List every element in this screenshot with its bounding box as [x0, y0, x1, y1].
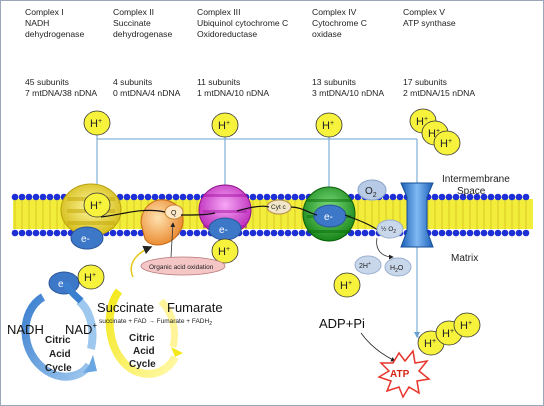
- complex-2-enzyme-line2: dehydrogenase: [113, 29, 172, 39]
- intermembrane-label-line1: Intermembrane: [442, 174, 510, 185]
- half-o2-label: ½ O2: [381, 225, 396, 235]
- proton-group: H+H+H+H+H+H+H+H+H+H+H+H+H+: [77, 108, 481, 356]
- proton-label: H+: [340, 280, 352, 292]
- intermembrane-label-line2: Space: [457, 186, 486, 197]
- citric-left-2: Acid: [49, 349, 71, 360]
- citric-right-2: Acid: [133, 346, 155, 357]
- proton-1: H+: [83, 110, 111, 136]
- complex-3-header: Complex III Ubiquinol cytochrome C Oxido…: [197, 7, 288, 98]
- nad-label: NAD+: [65, 321, 97, 337]
- proton-7: H+: [83, 192, 111, 218]
- complex-5-name: Complex V: [403, 7, 445, 17]
- half-oxygen: ½ O2: [376, 219, 404, 239]
- nadh-label: NADH: [7, 322, 44, 337]
- proton-6: H+: [433, 130, 461, 156]
- complex-3-dna: 1 mtDNA/10 nDNA: [197, 88, 269, 98]
- complex-2-subunits: 4 subunits: [113, 77, 152, 87]
- citric-right-1: Citric: [129, 333, 155, 344]
- electron-flow-path: [100, 205, 380, 232]
- organic-acid-oxidation-box: Organic acid oxidation: [140, 256, 226, 276]
- complex-5-subunits: 17 subunits: [403, 77, 447, 87]
- q-label: Q: [171, 210, 177, 217]
- electron-complex-1: e-: [70, 226, 104, 250]
- adp-to-atp-arrow: [360, 332, 396, 362]
- proton-label: H+: [460, 320, 472, 332]
- complex-3-enzyme-line2: Oxidoreductase: [197, 29, 257, 39]
- complex-4-header: Complex IV Cytochrome C oxidase 13 subun…: [312, 7, 384, 98]
- proton-label: H+: [440, 138, 452, 150]
- complex-3-name: Complex III: [197, 7, 240, 17]
- two-protons: 2H+: [354, 255, 382, 275]
- complex-3-enzyme-line1: Ubiquinol cytochrome C: [197, 18, 288, 28]
- proton-label: H+: [90, 200, 102, 212]
- ubiquinone-q: Q: [164, 204, 184, 220]
- atp-burst: ATP: [377, 349, 431, 399]
- proton-label: H+: [90, 118, 102, 130]
- complex-3-subunits: 11 subunits: [197, 77, 240, 87]
- complex-5-dna: 2 mtDNA/15 nDNA: [403, 88, 475, 98]
- proton-label: H+: [322, 120, 334, 132]
- complex-1-enzyme-line2: dehydrogenase: [25, 29, 84, 39]
- complex-1-header: Complex I NADH dehydrogenase 45 subunits…: [25, 7, 97, 98]
- proton-label: H+: [218, 246, 230, 258]
- complex-4-enzyme-line1: Cytochrome C: [312, 18, 367, 28]
- complex-1-name: Complex I: [25, 7, 64, 17]
- two-h-label: 2H+: [359, 261, 371, 270]
- electron-complex-3: e-: [208, 217, 242, 241]
- complex-5-shape: [400, 182, 434, 248]
- proton-label: H+: [428, 128, 440, 140]
- complex-2-name: Complex II: [113, 7, 154, 17]
- organic-acid-label: Organic acid oxidation: [149, 264, 214, 271]
- proton-2: H+: [211, 112, 239, 138]
- reaction-label: succinate + FAD → Fumarate + FADH2: [99, 318, 212, 327]
- proton-label: H+: [84, 272, 96, 284]
- complex-1-enzyme-line1: NADH: [25, 18, 49, 28]
- atp-label: ATP: [390, 369, 410, 380]
- citric-left-1: Citric: [45, 335, 71, 346]
- proton-label: H+: [442, 328, 454, 340]
- proton-3: H+: [315, 112, 343, 138]
- proton-13: H+: [453, 312, 481, 338]
- proton-8: H+: [211, 238, 239, 264]
- complex-4-subunits: 13 subunits: [312, 77, 356, 87]
- electron-label-3: e-: [219, 225, 228, 236]
- cyt-c-label: Cyt c: [271, 204, 287, 211]
- complex-1-dna: 7 mtDNA/38 nDNA: [25, 88, 97, 98]
- complex-2-enzyme-line1: Succinate: [113, 18, 151, 28]
- complex-5-header: Complex V ATP synthase 17 subunits 2 mtD…: [403, 7, 475, 98]
- adp-pi-label: ADP+Pi: [319, 316, 365, 331]
- complex-1-subunits: 45 subunits: [25, 77, 69, 87]
- proton-label: H+: [416, 116, 428, 128]
- water-formation-arrow: [376, 237, 394, 260]
- o2-label: O2: [365, 186, 377, 199]
- succinate-label: Succinate: [97, 300, 154, 315]
- complex-5-enzyme-line1: ATP synthase: [403, 18, 456, 28]
- proton-10: H+: [77, 264, 105, 290]
- complex-4-dna: 3 mtDNA/10 nDNA: [312, 88, 384, 98]
- succinate-cycle: Citric Acid Cycle: [105, 245, 183, 378]
- citric-left-3: Cycle: [45, 363, 72, 374]
- complex-2-header: Complex II Succinate dehydrogenase 4 sub…: [113, 7, 181, 98]
- water-molecule: H2O: [384, 257, 412, 277]
- electron-label-1: e-: [81, 234, 90, 245]
- electron-label-nadh: e-: [58, 279, 67, 290]
- matrix-label: Matrix: [451, 253, 478, 264]
- organic-acid-arrow: [170, 222, 176, 258]
- complex-2-dna: 0 mtDNA/4 nDNA: [113, 88, 181, 98]
- electron-complex-4: e-: [313, 204, 347, 228]
- citric-acid-cycle-left: Citric Acid Cycle: [21, 281, 97, 381]
- fumarate-label: Fumarate: [167, 300, 223, 315]
- water-label: H2O: [390, 265, 404, 274]
- proton-label: H+: [424, 338, 436, 350]
- complex-4-enzyme-line2: oxidase: [312, 29, 342, 39]
- oxygen-molecule: O2: [357, 179, 387, 201]
- cytochrome-c: Cyt c: [266, 199, 292, 215]
- proton-9: H+: [333, 272, 361, 298]
- proton-label: H+: [218, 120, 230, 132]
- citric-right-3: Cycle: [129, 359, 156, 370]
- electron-label-4: e-: [324, 212, 333, 223]
- complex-4-name: Complex IV: [312, 7, 357, 17]
